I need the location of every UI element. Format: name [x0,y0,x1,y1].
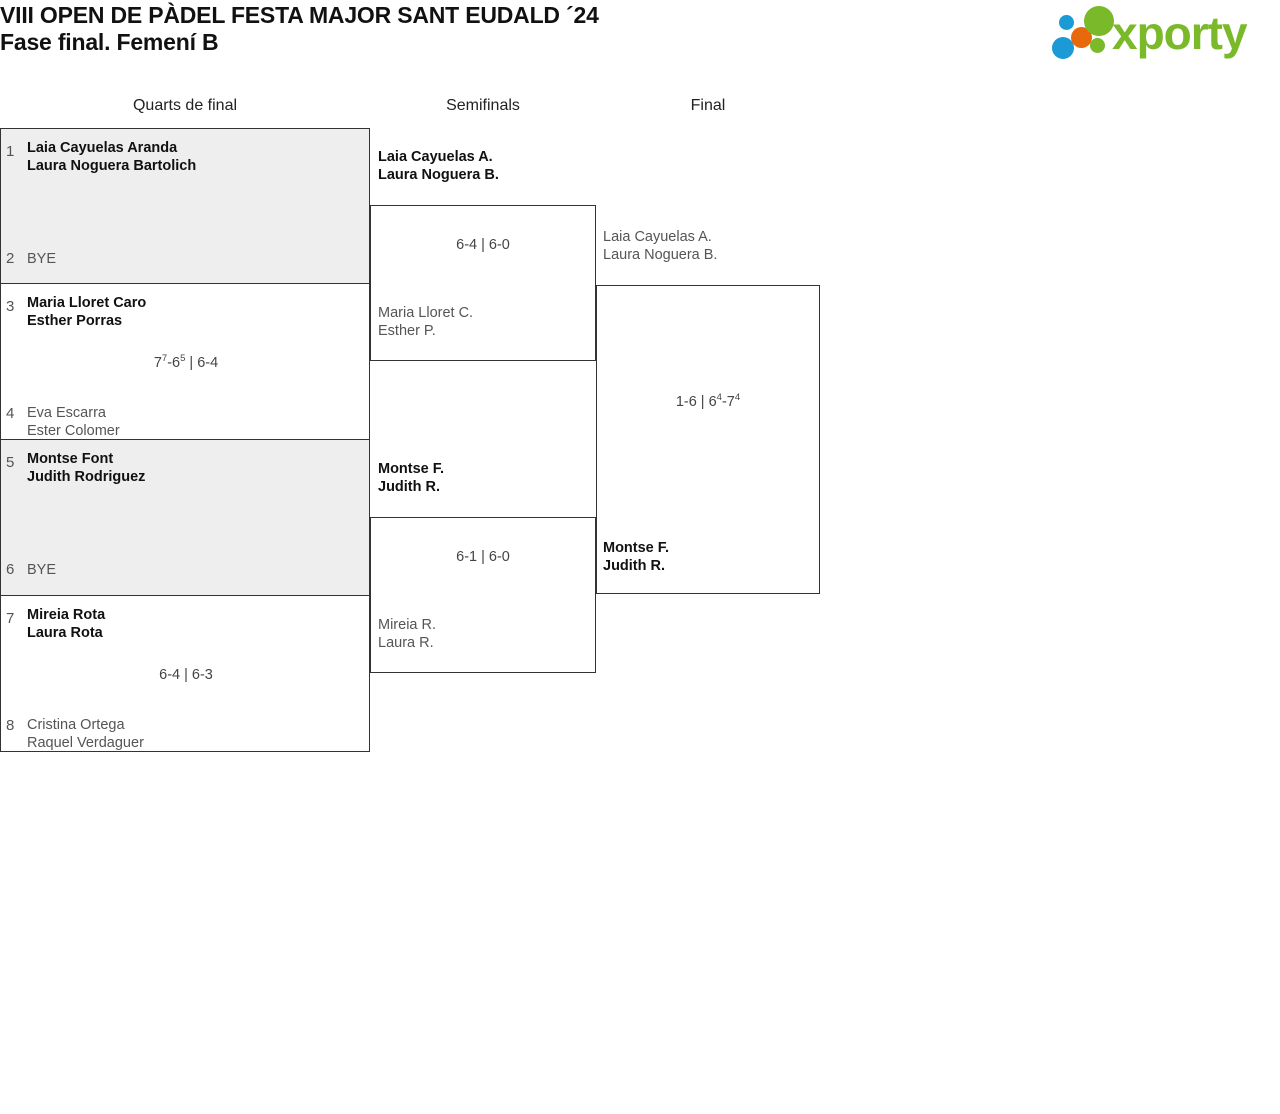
final-score: 1-6 | 64-74 [675,392,741,410]
team-name-bottom: Eva Escarra Ester Colomer [27,404,361,440]
semifinal-2-team-top: Montse F. Judith R. [378,460,444,496]
player-line-1: Mireia Rota [27,607,106,623]
player-line-1: Laia Cayuelas A. [378,149,493,165]
player-line-1: Maria Lloret Caro [27,295,147,311]
seed-number: 6 [6,561,15,578]
player-line-1: Montse F. [378,461,445,477]
round-header-quarterfinals: Quarts de final [132,97,238,114]
round-header-semifinals: Semifinals [446,97,520,114]
player-line-2: Esther P. [378,323,436,339]
player-line-1: Maria Lloret C. [378,305,474,321]
final-team-bottom: Montse F. Judith R. [603,539,669,575]
seed-number: 1 [6,143,15,160]
match-semifinal-2[interactable] [370,517,596,673]
page-title: VIII OPEN DE PÀDEL FESTA MAJOR SANT EUDA… [0,2,900,56]
player-line-1: Cristina Ortega [27,717,125,733]
player-line-2: Judith R. [378,479,441,495]
logo-dot-orange-icon [1071,27,1092,48]
match-score: 6-4 | 6-3 [159,667,213,683]
final-team-top: Laia Cayuelas A. Laura Noguera B. [603,228,717,264]
semifinal-1-team-top: Laia Cayuelas A. Laura Noguera B. [378,148,499,184]
semifinal-1-team-bottom: Maria Lloret C. Esther P. [378,304,473,340]
match-score: 77-65 | 6-4 [153,353,219,371]
player-line-2: Laura R. [378,635,434,651]
match-quarterfinal-3[interactable]: 5 Montse Font Judith Rodriguez 6 BYE [0,440,370,596]
player-line-2: Laura Noguera B. [603,247,718,263]
player-line-2: Raquel Verdaguer [27,735,144,751]
player-line-1: Montse Font [27,451,114,467]
player-line-2: Laura Rota [27,625,103,641]
player-line-2: Laura Noguera Bartolich [27,158,197,174]
player-line-1: Montse F. [603,540,670,556]
player-line-2: Judith Rodriguez [27,469,146,485]
logo-dot-blue-large-icon [1052,37,1074,59]
page-header: VIII OPEN DE PÀDEL FESTA MAJOR SANT EUDA… [0,0,1280,80]
player-line-2: Esther Porras [27,313,123,329]
semifinal-2-team-bottom: Mireia R. Laura R. [378,616,436,652]
player-line-2: Laura Noguera B. [378,167,499,183]
seed-number: 4 [6,405,15,422]
tournament-subtitle: Fase final. Femení B [0,29,219,55]
team-name-top: Maria Lloret Caro Esther Porras [27,294,361,330]
team-name-top: Mireia Rota Laura Rota [27,606,361,642]
team-name-bottom: BYE [27,561,361,579]
team-name-top: Montse Font Judith Rodriguez [27,450,361,486]
seed-number: 5 [6,454,15,471]
match-quarterfinal-1[interactable]: 1 Laia Cayuelas Aranda Laura Noguera Bar… [0,128,370,284]
seed-number: 3 [6,298,15,315]
tournament-title: VIII OPEN DE PÀDEL FESTA MAJOR SANT EUDA… [0,2,599,28]
logo-dot-green-small-icon [1090,38,1105,53]
team-name-top: Laia Cayuelas Aranda Laura Noguera Barto… [27,139,361,175]
player-line-1: Laia Cayuelas Aranda [27,140,178,156]
match-quarterfinal-4[interactable]: 7 Mireia Rota Laura Rota 8 Cristina Orte… [0,596,370,752]
round-header-final: Final [690,97,726,114]
semifinal-2-score: 6-1 | 6-0 [456,549,510,565]
logo-dot-green-large-icon [1084,6,1114,36]
team-name-bottom: BYE [27,250,361,268]
logo-wordmark: xporty [1112,7,1248,59]
logo-dots-icon [1046,4,1126,62]
match-final[interactable] [596,285,820,594]
xporty-logo: xporty [1046,4,1274,62]
semifinal-1-score: 6-4 | 6-0 [456,237,510,253]
match-semifinal-1[interactable] [370,205,596,361]
player-line-1: BYE [27,251,57,267]
player-line-1: Eva Escarra [27,405,106,421]
seed-number: 8 [6,717,15,734]
player-line-1: Laia Cayuelas A. [603,229,712,245]
team-name-bottom: Cristina Ortega Raquel Verdaguer [27,716,361,752]
seed-number: 7 [6,610,15,627]
player-line-2: Ester Colomer [27,423,120,439]
seed-number: 2 [6,250,15,267]
player-line-1: Mireia R. [378,617,437,633]
player-line-2: Judith R. [603,558,666,574]
logo-dot-blue-small-icon [1059,15,1074,30]
match-quarterfinal-2[interactable]: 3 Maria Lloret Caro Esther Porras 4 Eva … [0,284,370,440]
player-line-1: BYE [27,562,57,578]
